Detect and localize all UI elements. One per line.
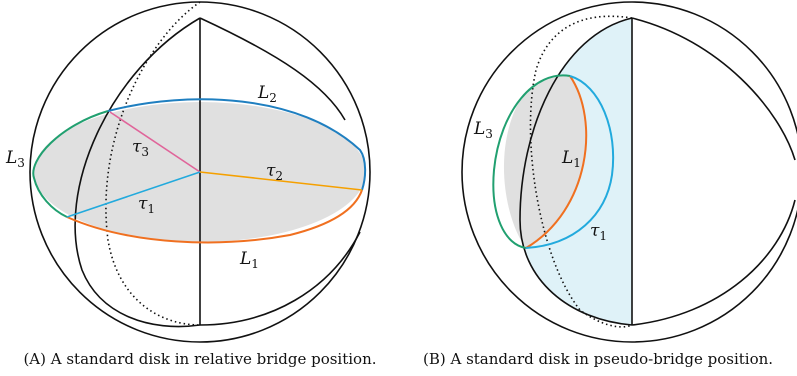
panel-b-front-meridian xyxy=(519,17,633,326)
panel-b-grey-lune xyxy=(503,75,587,248)
panel-b-label-L1: L1 xyxy=(561,148,581,170)
panel-a-caption: (A) A standard disk in relative bridge p… xyxy=(23,350,376,368)
panel-a-label-L1: L1 xyxy=(239,249,259,271)
panel-a-tau1-arc xyxy=(66,171,201,218)
panel-a-front-meridian xyxy=(74,17,201,328)
panel-b-tau1-arc xyxy=(525,75,615,249)
panel-a-right-meridian-lower xyxy=(199,231,361,326)
panel-a-tau3-arc xyxy=(109,111,201,173)
panel-a: L2 L3 L1 τ3 τ2 τ1 (A) A standard disk in… xyxy=(5,1,377,368)
panel-a-label-L2: L2 xyxy=(257,83,277,105)
panel-a-right-meridian xyxy=(199,17,346,121)
panel-a-L3-arc xyxy=(32,110,109,218)
panel-a-label-tau3: τ3 xyxy=(132,137,149,159)
panel-b-L3-arc xyxy=(492,74,571,249)
panel-b-L1-arc xyxy=(525,75,588,249)
panel-b-right-meridian xyxy=(631,17,796,161)
panel-b-label-L3: L3 xyxy=(473,119,493,141)
panel-b-sphere-outline xyxy=(461,1,797,343)
panel-a-tau2-arc xyxy=(199,171,363,191)
panel-b: L3 L1 τ1 (B) A standard disk in pseudo-b… xyxy=(423,1,797,368)
panel-a-L1-arc xyxy=(66,189,363,244)
panel-a-label-L3: L3 xyxy=(5,148,25,170)
panel-a-dotted-meridian xyxy=(105,1,201,326)
panel-b-right-meridian-lower xyxy=(631,199,796,326)
panel-a-L2-arc xyxy=(107,98,367,191)
panel-a-label-tau1: τ1 xyxy=(138,194,155,216)
panel-b-caption: (B) A standard disk in pseudo-bridge pos… xyxy=(423,350,773,368)
panel-a-label-tau2: τ2 xyxy=(266,161,283,183)
panel-b-dotted-meridian xyxy=(529,15,633,328)
panel-b-label-tau1: τ1 xyxy=(590,221,607,243)
